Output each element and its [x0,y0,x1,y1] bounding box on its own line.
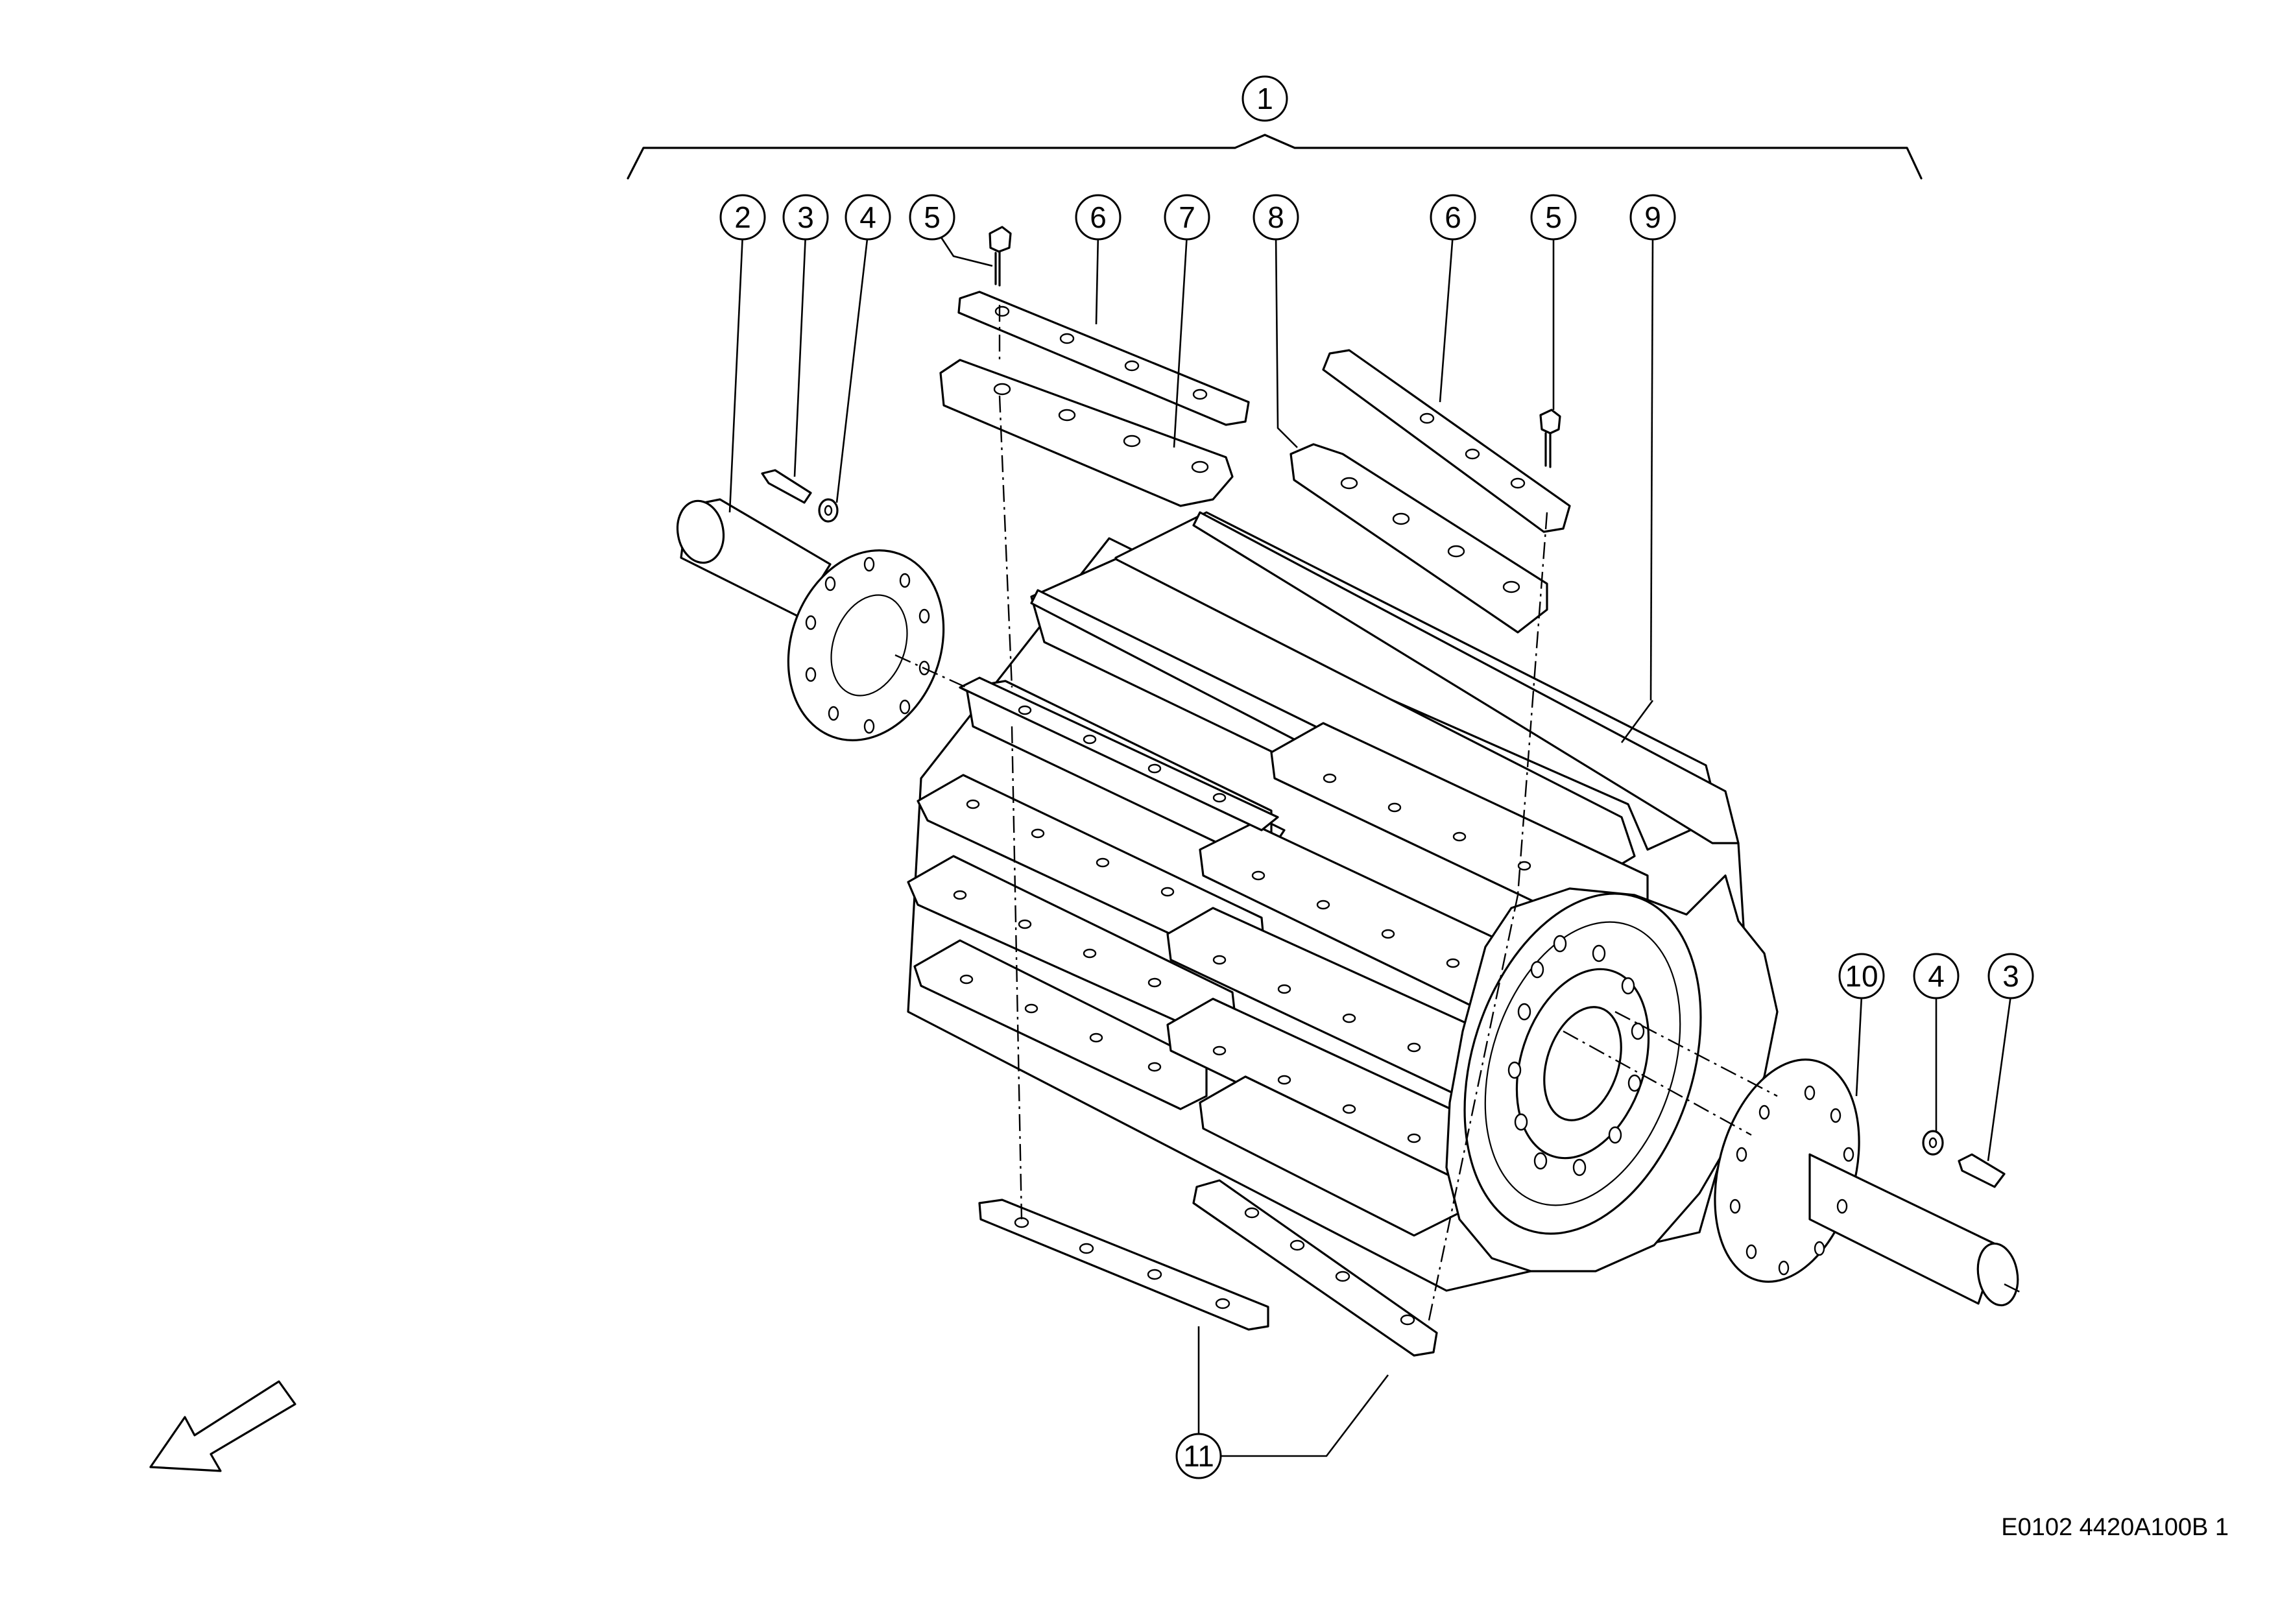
callout-5-right: 5 [1530,194,1577,241]
callout-3-left: 3 [782,194,829,241]
bolt-5-right [1539,409,1561,435]
end-plate-bolt-holes [1507,935,1645,1176]
callout-8: 8 [1253,194,1299,241]
document-reference: E0102 4420A100B 1 [2001,1514,2229,1541]
bar-11-left [978,1199,1269,1331]
upper-left-bar-group [939,226,1250,688]
callout-2: 2 [719,194,766,241]
callout-7: 7 [1164,194,1210,241]
upper-right-bar-group [1289,349,1571,1330]
bolt-5-left [989,226,1012,253]
callout-1: 1 [1241,75,1288,122]
blade-7 [939,359,1234,507]
svg-text:11: 11 [1183,1439,1214,1473]
svg-text:5: 5 [924,200,941,234]
bar-6-left [957,291,1250,426]
callout-6-right: 6 [1430,194,1476,241]
callout-11[interactable]: 11 [1175,1433,1222,1479]
right-flange-shaft [1563,1010,2024,1307]
callout-9: 9 [1629,194,1676,241]
assembly-bracket [627,134,1923,180]
bar-6-right [1322,349,1571,533]
callout-5-left: 5 [909,194,955,241]
callout-4-left: 4 [845,194,891,241]
blade-holes [953,705,1531,1143]
drum-end-plate [1445,874,1779,1272]
svg-text:6: 6 [1090,200,1107,234]
svg-text:6: 6 [1445,200,1461,234]
svg-text:2: 2 [734,200,751,234]
leader-lines [728,233,2012,1457]
callout-4-right: 4 [1913,953,1960,999]
blade-8 [1289,443,1548,634]
left-flange-bolt-holes [805,556,930,734]
left-flange-shaft [676,498,967,741]
svg-text:7: 7 [1179,200,1195,234]
left-bolt [761,469,812,504]
callout-3-right: 3 [1987,953,2034,999]
direction-arrow-icon [149,1380,296,1472]
svg-text:5: 5 [1545,200,1562,234]
right-bolt [1958,1153,2006,1188]
svg-text:4: 4 [859,200,876,234]
svg-text:3: 3 [797,200,814,234]
svg-text:8: 8 [1267,200,1284,234]
lower-bar-group [978,726,1438,1357]
svg-text:10: 10 [1845,959,1878,993]
right-flange-bolt-holes [1729,1085,1854,1276]
bar-11-right [1192,1179,1438,1357]
svg-text:9: 9 [1644,200,1661,234]
svg-text:4: 4 [1928,959,1945,993]
svg-text:1: 1 [1256,82,1273,115]
callout-10: 10 [1838,953,1885,999]
svg-text:3: 3 [2002,959,2019,993]
callout-6-left: 6 [1075,194,1122,241]
